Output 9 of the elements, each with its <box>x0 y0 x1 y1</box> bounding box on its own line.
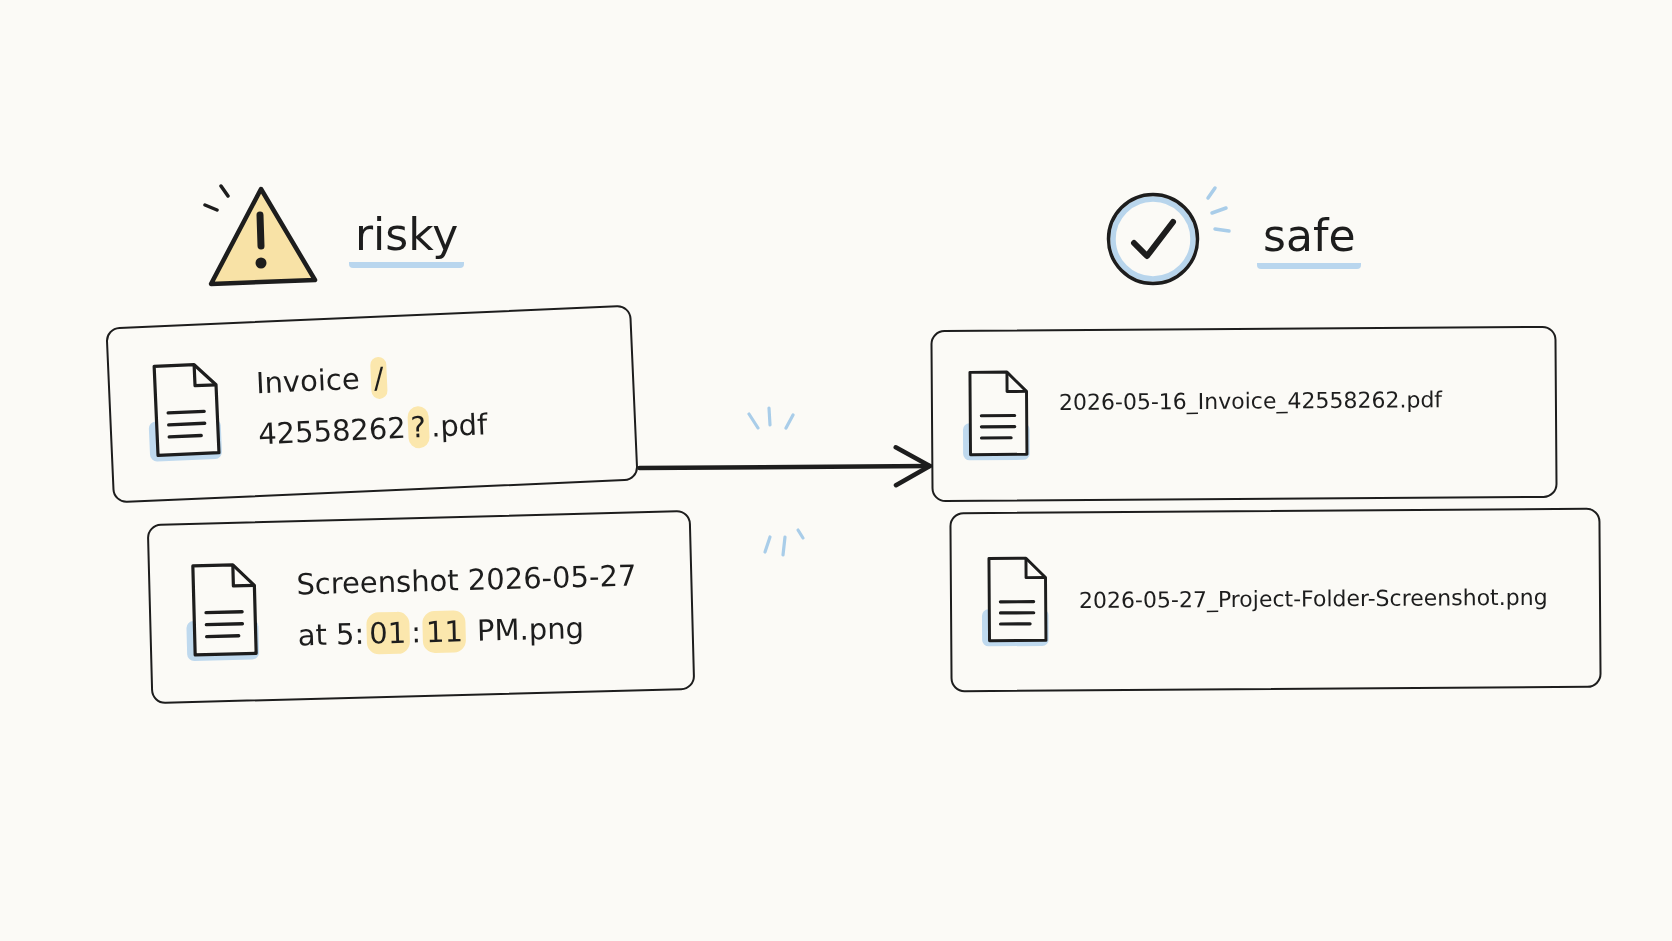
file-name: 2026-05-16_Invoice_42558262.pdf <box>1058 386 1443 417</box>
arrow <box>637 445 933 488</box>
file-name: Screenshot 2026-05-27 at 5:01:11 PM.png <box>295 557 638 657</box>
section-heading: risky <box>349 211 465 269</box>
file-card <box>930 325 1558 503</box>
file-name: Invoice / 42558262?.pdf <box>254 345 560 460</box>
file-name: 2026-05-27_Project-Folder-Screenshot.png <box>1078 583 1548 615</box>
section-heading: safe <box>1257 212 1362 270</box>
file-card <box>948 507 1602 693</box>
